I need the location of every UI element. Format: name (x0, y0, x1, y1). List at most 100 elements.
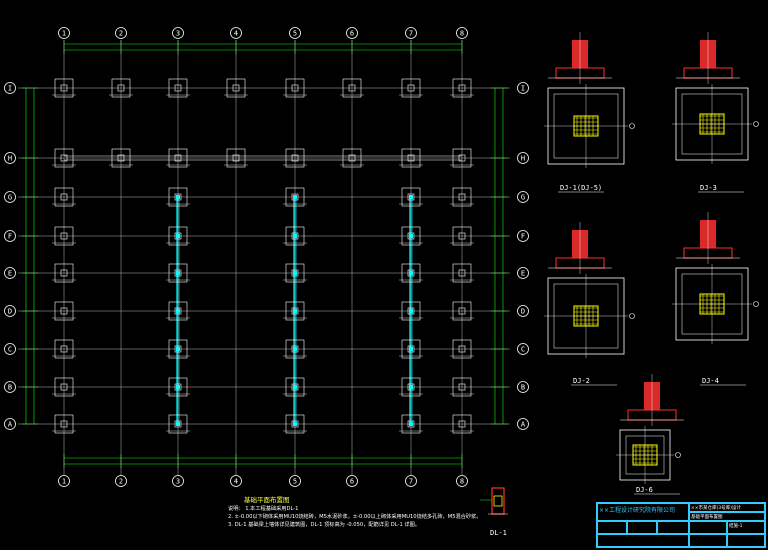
column-stub (458, 84, 466, 92)
axis-label-row-H: H (8, 155, 12, 163)
title-block-drawing: 基础平面布置图 (689, 512, 765, 521)
column-mark (176, 234, 180, 238)
axis-bubble (115, 27, 127, 39)
axis-bubble (517, 191, 529, 203)
axis-bubble (4, 82, 16, 94)
column-stub (407, 193, 415, 201)
axis-bubble (4, 343, 16, 355)
footing-outline (54, 226, 74, 246)
footing-outline (285, 414, 305, 434)
axis-label-col-2: 2 (119, 478, 123, 486)
axis-label-row-H: H (521, 155, 525, 163)
column-mark (293, 385, 297, 389)
axis-bubble (4, 418, 16, 430)
column-stub (458, 345, 466, 353)
column-stub (291, 193, 299, 201)
tb-cell (689, 534, 727, 547)
column-mark (176, 422, 180, 426)
column-stub (458, 383, 466, 391)
axis-bubble (629, 123, 635, 129)
footing-outline (401, 263, 421, 283)
footing-outline (285, 301, 305, 321)
footing-outline (452, 226, 472, 246)
footing-outline (401, 187, 421, 207)
column-stub (174, 269, 182, 277)
footing-outline (401, 148, 421, 168)
axis-label-row-B: B (521, 384, 525, 392)
column-stub (291, 383, 299, 391)
footing-outline (401, 301, 421, 321)
axis-label-row-I: I (521, 85, 525, 93)
column-stub (174, 84, 182, 92)
footing-outline (452, 414, 472, 434)
column-stub (407, 232, 415, 240)
axis-bubble (346, 475, 358, 487)
column-stub (174, 193, 182, 201)
footing-outline (54, 187, 74, 207)
title-block-company: ××工程设计研究院有限公司 (597, 503, 689, 521)
footing-outline (401, 78, 421, 98)
footing-outline (452, 377, 472, 397)
column-stub (407, 345, 415, 353)
footing-outline (168, 339, 188, 359)
axis-label-row-F: F (521, 233, 525, 241)
axis-bubble (4, 230, 16, 242)
column-mark (409, 234, 413, 238)
footing-outline (168, 226, 188, 246)
axis-label-col-3: 3 (176, 478, 180, 486)
axis-bubble (456, 475, 468, 487)
dl1-detail (480, 487, 508, 515)
axis-bubble (753, 121, 759, 127)
axis-bubble (172, 475, 184, 487)
axis-label-col-4: 4 (234, 30, 238, 38)
column-stub (60, 345, 68, 353)
axis-label-row-I: I (8, 85, 12, 93)
axis-bubble (289, 475, 301, 487)
column-mark (409, 271, 413, 275)
footing-outline (401, 377, 421, 397)
column-stub (174, 345, 182, 353)
footing-outline (226, 148, 246, 168)
tb-cell (689, 521, 727, 534)
axis-bubble (517, 152, 529, 164)
column-stub (458, 154, 466, 162)
tb-cell (597, 534, 689, 547)
tb-cell (657, 521, 689, 534)
column-stub (291, 84, 299, 92)
column-stub (407, 84, 415, 92)
detail-label-dj2: DJ-2 (573, 377, 590, 385)
detail-label-dj4: DJ-4 (702, 377, 719, 385)
footing-outline (54, 148, 74, 168)
axis-label-row-G: G (521, 194, 525, 202)
footing-outline (111, 78, 131, 98)
axis-bubble (4, 381, 16, 393)
axis-bubble (517, 230, 529, 242)
footing-outline (452, 263, 472, 283)
dimension-lines (22, 40, 507, 468)
axis-bubble (517, 418, 529, 430)
footing-outline (111, 148, 131, 168)
axis-label-col-8: 8 (460, 30, 464, 38)
grid-lines (18, 40, 510, 475)
dl1-label: DL-1 (490, 529, 507, 537)
column-stub (458, 232, 466, 240)
axis-label-col-5: 5 (293, 478, 297, 486)
notes-title: 基础平面布置图 (244, 496, 290, 504)
footing-outline (342, 78, 362, 98)
footing-outline (54, 263, 74, 283)
footing-outline (401, 226, 421, 246)
column-stub (407, 307, 415, 315)
note-line-1: 说明： 1.本工程基础采用DL-1 (228, 506, 299, 512)
axis-bubble (4, 191, 16, 203)
footing-outline (342, 148, 362, 168)
general-notes: 说明： 1.本工程基础采用DL-1 2. ±-0.00以下砌体采用MU10烧结砖… (228, 505, 498, 529)
axis-label-col-1: 1 (62, 478, 66, 486)
column-mark (409, 347, 413, 351)
axis-label-row-A: A (8, 421, 13, 429)
title-block: ××工程设计研究院有限公司 ××市某仓库(3号库)设计 基础平面布置图 结施-1 (596, 502, 766, 548)
axis-label-row-A: A (521, 421, 526, 429)
column-stub (291, 345, 299, 353)
